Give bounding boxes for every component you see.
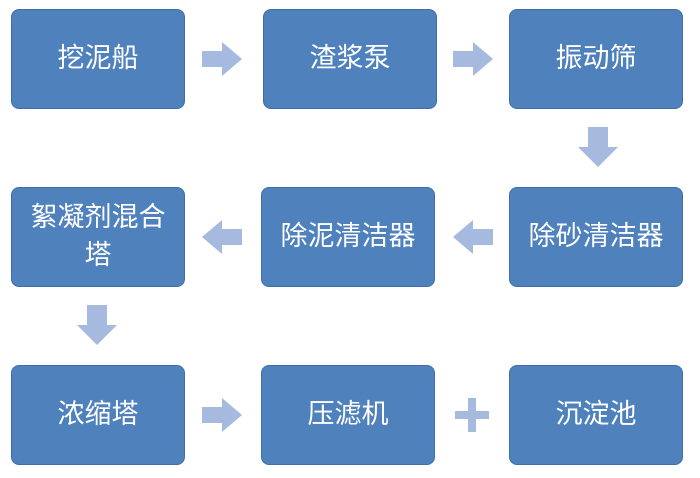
arrow-left-icon (202, 220, 242, 254)
dredger-node: 挖泥船 (11, 9, 185, 109)
desander-node: 除砂清洁器 (509, 187, 683, 287)
settling-tank-label: 沉淀池 (555, 399, 637, 430)
flocculant-tower-label: 絮凝剂混合塔 (30, 202, 166, 271)
arrow-right-icon (202, 42, 242, 76)
dredger-label: 挖泥船 (57, 43, 139, 74)
vibrating-screen-node: 振动筛 (509, 9, 683, 109)
arrow-right-icon (202, 398, 242, 432)
vibrating-screen-label: 振动筛 (555, 43, 637, 74)
arrow-left-icon (453, 220, 493, 254)
flocculant-tower-node: 絮凝剂混合塔 (11, 187, 185, 287)
filter-press-label: 压滤机 (307, 399, 389, 430)
desilter-label: 除泥清洁器 (280, 221, 416, 252)
arrow-right-icon (453, 42, 493, 76)
plus-icon (455, 398, 489, 432)
arrow-down-icon (578, 127, 618, 167)
arrow-down-icon (77, 305, 117, 345)
filter-press-node: 压滤机 (261, 365, 435, 465)
desander-label: 除砂清洁器 (528, 221, 664, 252)
settling-tank-node: 沉淀池 (509, 365, 683, 465)
slurry-pump-label: 渣浆泵 (309, 43, 391, 74)
thickener-label: 浓缩塔 (57, 399, 139, 430)
slurry-pump-node: 渣浆泵 (263, 9, 437, 109)
thickener-node: 浓缩塔 (11, 365, 185, 465)
desilter-node: 除泥清洁器 (261, 187, 435, 287)
